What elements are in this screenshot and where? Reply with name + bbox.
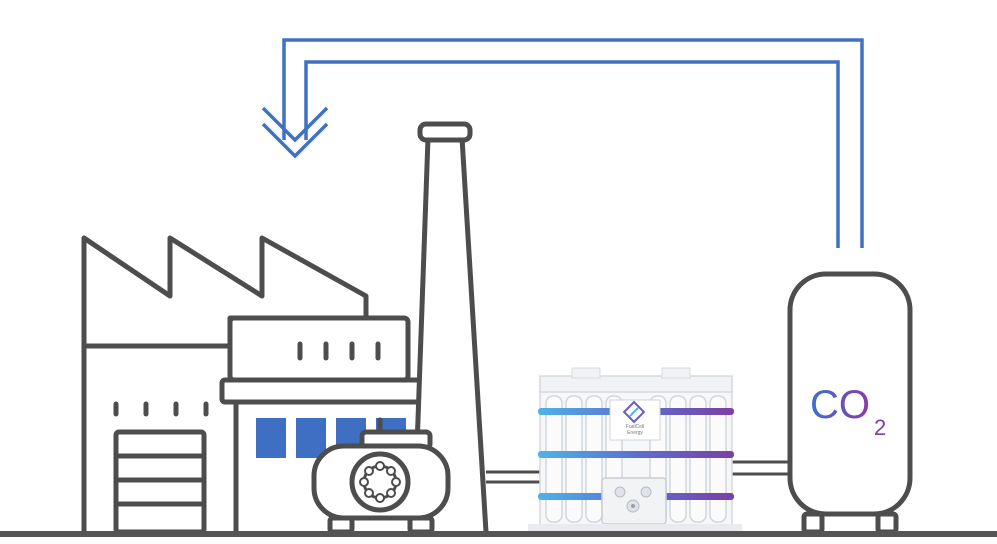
return-flow-arrow-icon <box>261 38 864 248</box>
module-logo-line1: FuelCell <box>626 424 644 430</box>
co2-storage-tank-icon: CO 2 <box>787 271 913 535</box>
fuelcell-logo-icon <box>622 400 646 424</box>
vent-slots-lower <box>113 401 209 417</box>
module-logo-line2: Energy <box>627 430 643 436</box>
co2-subscript: 2 <box>874 415 886 440</box>
garage-door <box>113 429 207 535</box>
co2-label: CO <box>810 383 870 427</box>
pipe <box>486 460 792 484</box>
vent-slots-upper <box>297 341 381 361</box>
fuel-cell-module-icon: FuelCell Energy <box>528 367 742 532</box>
fuel-tank-icon <box>311 417 451 535</box>
